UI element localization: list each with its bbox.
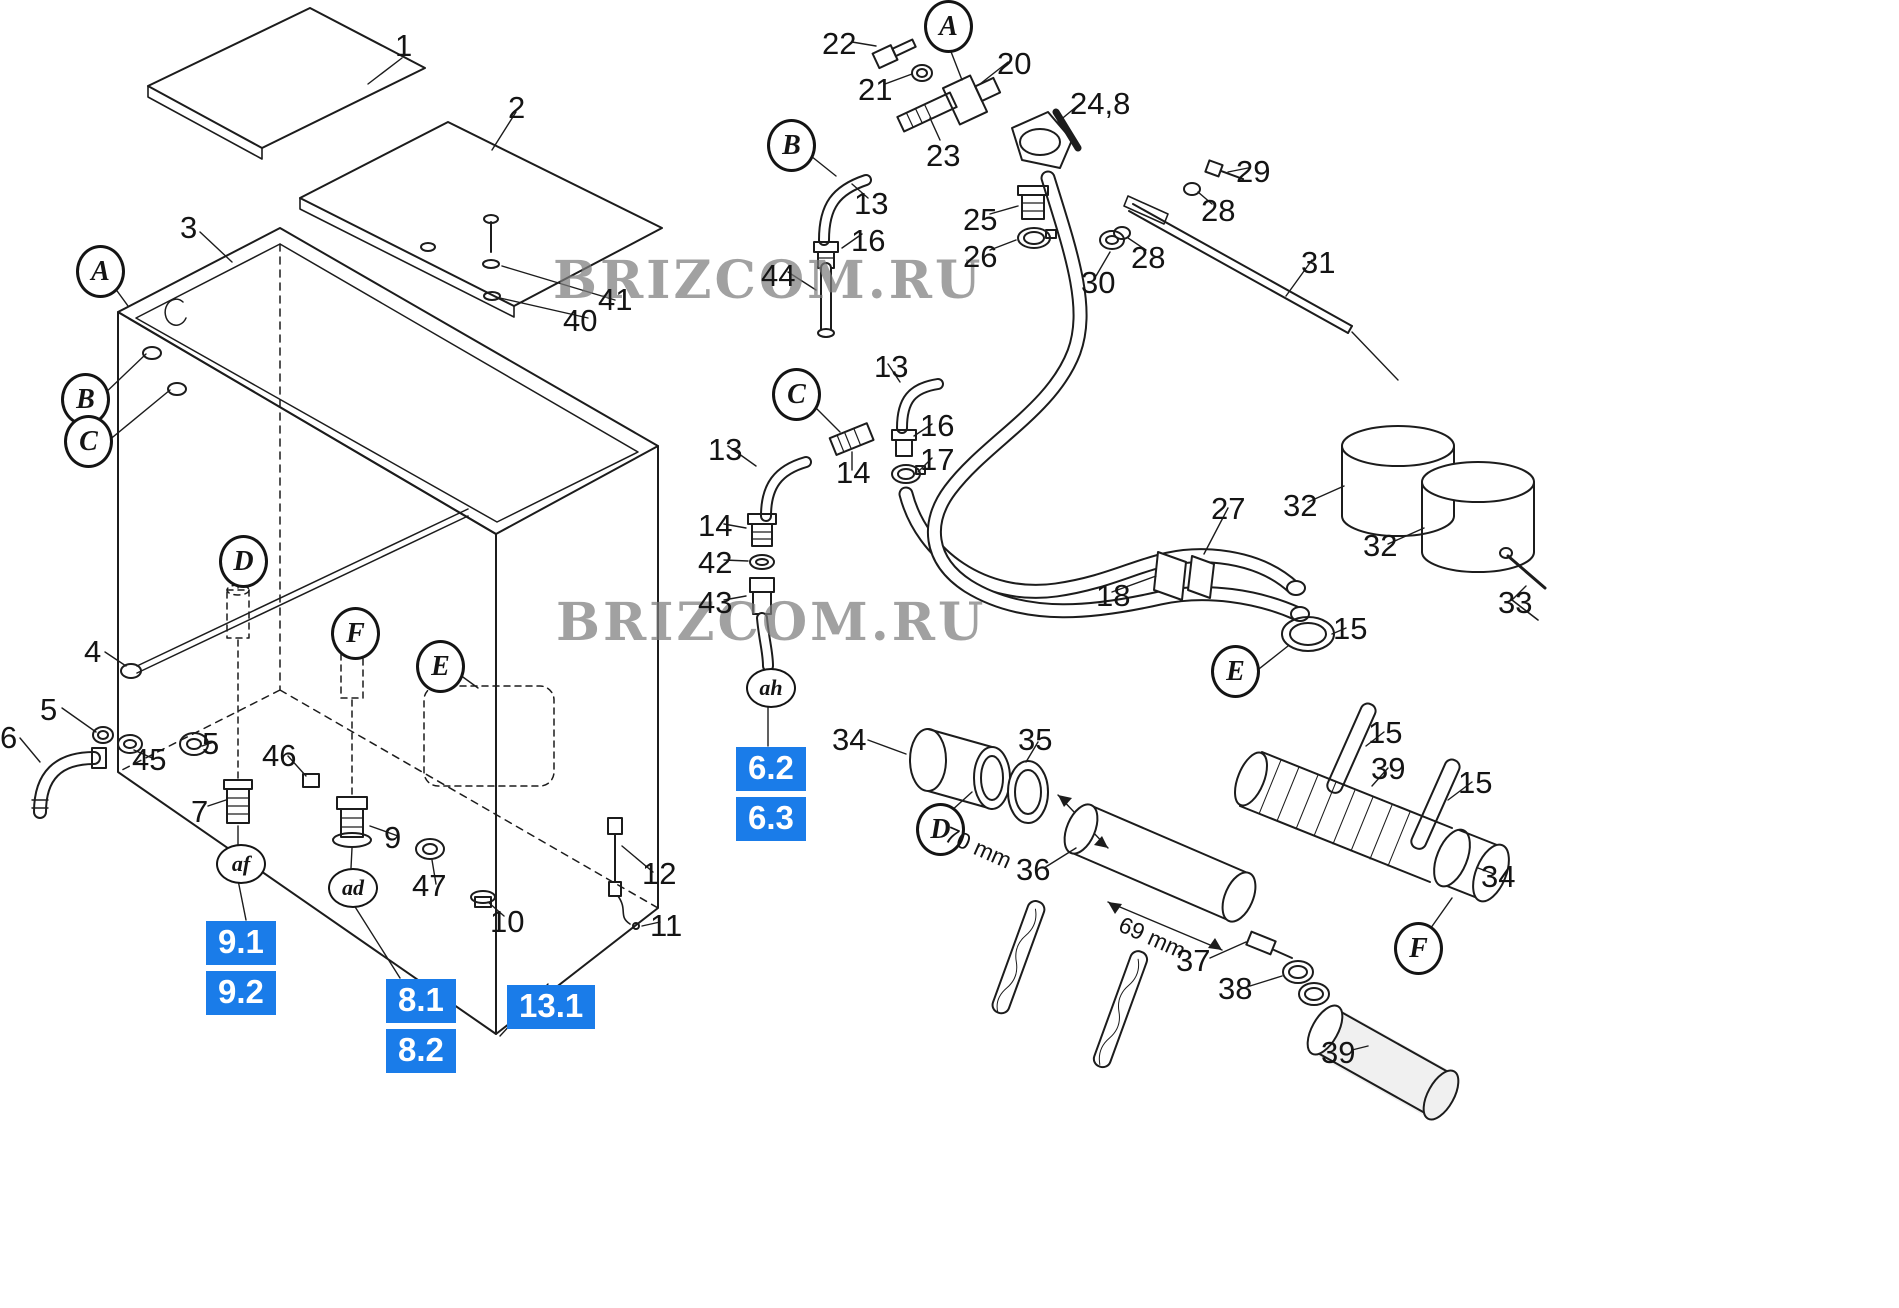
callout-47: 47 xyxy=(412,868,447,903)
callout-5: 5 xyxy=(202,726,220,761)
callout-7: 7 xyxy=(191,794,209,829)
callout-23: 23 xyxy=(926,138,961,173)
view-marker-d: D xyxy=(916,803,965,856)
lid-panel-2 xyxy=(299,121,663,318)
callout-10: 10 xyxy=(490,904,525,939)
callout-28: 28 xyxy=(1201,193,1236,228)
detail-marker-af: af xyxy=(216,844,266,884)
callout-13: 13 xyxy=(874,349,909,384)
callout-16: 16 xyxy=(920,408,955,443)
detail-marker-ah: ah xyxy=(746,668,796,708)
view-marker-c: C xyxy=(64,415,113,468)
callout-18: 18 xyxy=(1096,578,1131,613)
mid-fittings xyxy=(747,378,944,672)
callout-2: 2 xyxy=(508,90,526,125)
ref-link-13-1[interactable]: 13.1 xyxy=(507,985,596,1030)
callout-34: 34 xyxy=(1481,859,1516,894)
detail-marker-ad: ad xyxy=(328,868,378,908)
callout-3: 3 xyxy=(180,210,198,245)
ref-link-8-2[interactable]: 8.2 xyxy=(386,1029,456,1074)
callout-38: 38 xyxy=(1218,971,1253,1006)
callout-24-8: 24,8 xyxy=(1070,86,1131,121)
view-marker-d: D xyxy=(219,535,268,588)
ref-link-6-2[interactable]: 6.2 xyxy=(736,747,806,792)
callout-4: 4 xyxy=(84,634,102,669)
callout-15: 15 xyxy=(1458,765,1493,800)
callout-29: 29 xyxy=(1236,154,1271,189)
callout-13: 13 xyxy=(854,186,889,221)
leader-lines xyxy=(19,41,1527,1051)
callout-30: 30 xyxy=(1081,265,1116,300)
ref-link-8-1[interactable]: 8.1 xyxy=(386,979,456,1024)
callout-36: 36 xyxy=(1016,852,1051,887)
callout-16: 16 xyxy=(851,223,886,258)
callout-21: 21 xyxy=(858,72,893,107)
callout-40: 40 xyxy=(563,303,598,338)
callout-31: 31 xyxy=(1301,245,1336,280)
callout-27: 27 xyxy=(1211,491,1246,526)
callout-1: 1 xyxy=(395,28,413,63)
callout-20: 20 xyxy=(997,46,1032,81)
view-marker-f: F xyxy=(1394,922,1443,975)
view-marker-e: E xyxy=(1211,645,1260,698)
callout-28: 28 xyxy=(1131,240,1166,275)
callout-44: 44 xyxy=(761,258,796,293)
lid-panel-1 xyxy=(147,7,426,160)
callout-12: 12 xyxy=(642,856,677,891)
float-cylinders xyxy=(1341,425,1547,621)
callout-9: 9 xyxy=(384,820,402,855)
callout-43: 43 xyxy=(698,585,733,620)
callout-5: 5 xyxy=(40,692,58,727)
callout-34: 34 xyxy=(832,722,867,757)
callout-41: 41 xyxy=(598,282,633,317)
view-marker-f: F xyxy=(331,607,380,660)
callout-22: 22 xyxy=(822,26,857,61)
callout-32: 32 xyxy=(1363,528,1398,563)
callout-26: 26 xyxy=(963,239,998,274)
view-marker-b: B xyxy=(767,119,816,172)
callout-15: 15 xyxy=(1368,715,1403,750)
callout-25: 25 xyxy=(963,202,998,237)
callout-33: 33 xyxy=(1498,585,1533,620)
ref-link-9-1[interactable]: 9.1 xyxy=(206,921,276,966)
callout-14: 14 xyxy=(698,508,733,543)
muffler-parts xyxy=(909,702,1510,1121)
callout-39: 39 xyxy=(1321,1035,1356,1070)
callout-42: 42 xyxy=(698,545,733,580)
callout-37: 37 xyxy=(1176,943,1211,978)
callout-35: 35 xyxy=(1018,722,1053,757)
callout-17: 17 xyxy=(920,442,955,477)
drain-fittings xyxy=(31,726,640,930)
callout-13: 13 xyxy=(708,432,743,467)
hoses xyxy=(898,170,1335,652)
view-marker-a: A xyxy=(924,0,973,53)
ref-link-6-3[interactable]: 6.3 xyxy=(736,797,806,842)
view-marker-c: C xyxy=(772,368,821,421)
rod-31 xyxy=(1123,195,1353,334)
callout-15: 15 xyxy=(1333,611,1368,646)
callout-6: 6 xyxy=(0,720,18,755)
callout-14: 14 xyxy=(836,455,871,490)
callout-39: 39 xyxy=(1371,751,1406,786)
view-marker-a: A xyxy=(76,245,125,298)
view-marker-e: E xyxy=(416,640,465,693)
callout-45: 45 xyxy=(132,742,167,777)
inlet-assembly xyxy=(813,38,1245,338)
callout-32: 32 xyxy=(1283,488,1318,523)
ref-link-9-2[interactable]: 9.2 xyxy=(206,971,276,1016)
callout-11: 11 xyxy=(650,908,683,943)
callout-46: 46 xyxy=(262,738,297,773)
tank-body xyxy=(117,227,659,1035)
